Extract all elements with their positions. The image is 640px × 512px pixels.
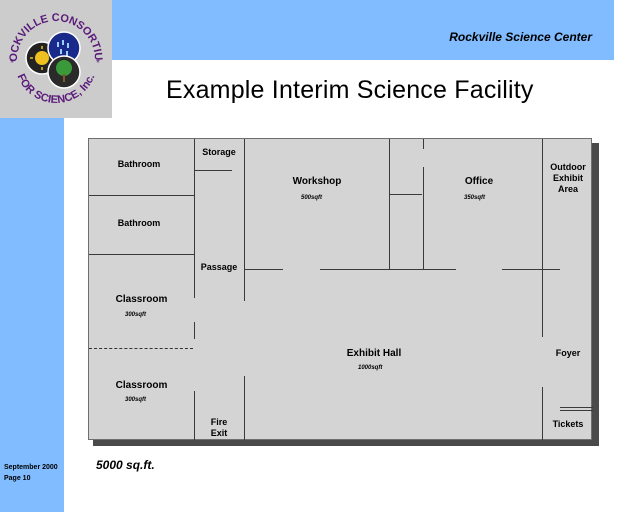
wall — [194, 391, 195, 440]
svg-text:*: * — [10, 58, 14, 69]
footer-date: September 2000 — [4, 464, 58, 471]
room-label-bathroom: Bathroom — [117, 159, 161, 169]
wall — [244, 139, 245, 301]
wall — [89, 254, 194, 255]
wall — [423, 167, 424, 269]
room-label-outdoor-exhibit-area: Outdoor Exhibit Area — [550, 162, 586, 194]
wall — [194, 322, 195, 339]
wall — [389, 194, 422, 195]
wall — [194, 139, 195, 298]
wall — [389, 139, 390, 269]
wall — [542, 139, 543, 337]
footer-page: Page 10 — [4, 475, 31, 482]
svg-text:*: * — [96, 58, 100, 69]
room-area-classroom: 300sqft — [125, 397, 147, 403]
room-label-fire-exit: Fire Exit — [210, 417, 228, 438]
footer-info: September 2000 Page 10 — [4, 462, 58, 484]
wall — [194, 170, 232, 171]
room-label-exhibit-hall: Exhibit Hall — [346, 348, 402, 359]
room-label-classroom: Classroom — [115, 294, 168, 305]
wall — [320, 269, 456, 270]
room-label-foyer: Foyer — [555, 348, 581, 358]
wall — [560, 410, 593, 411]
room-area-office: 350sqft — [464, 195, 486, 201]
room-label-passage: Passage — [200, 262, 238, 272]
room-label-storage: Storage — [202, 147, 236, 157]
wall — [423, 139, 424, 149]
room-label-tickets: Tickets — [552, 419, 584, 429]
dashed-partition — [89, 348, 193, 349]
room-area-workshop: 500sqft — [301, 195, 323, 201]
consortium-logo: ROCKVILLE CONSORTIUM FOR SCIENCE, Inc. *… — [0, 0, 112, 118]
floor-plan: Bathroom Bathroom Storage Workshop 500sq… — [88, 138, 593, 440]
room-area-exhibit-hall: 1000sqft — [358, 365, 383, 371]
wall — [244, 376, 245, 440]
wall — [89, 195, 194, 196]
total-area: 5000 sq.ft. — [96, 458, 155, 472]
room-label-bathroom: Bathroom — [117, 218, 161, 228]
wall — [502, 269, 560, 270]
header-title: Rockville Science Center — [449, 30, 592, 44]
room-area-classroom: 300sqft — [125, 312, 147, 318]
wall — [542, 387, 543, 440]
room-label-office: Office — [464, 176, 494, 187]
room-label-classroom: Classroom — [115, 380, 168, 391]
room-label-workshop: Workshop — [292, 176, 342, 187]
wall — [560, 407, 593, 408]
logo-seal-icon: ROCKVILLE CONSORTIUM FOR SCIENCE, Inc. *… — [0, 0, 104, 106]
wall — [244, 269, 283, 270]
page-title: Example Interim Science Facility — [166, 76, 534, 104]
